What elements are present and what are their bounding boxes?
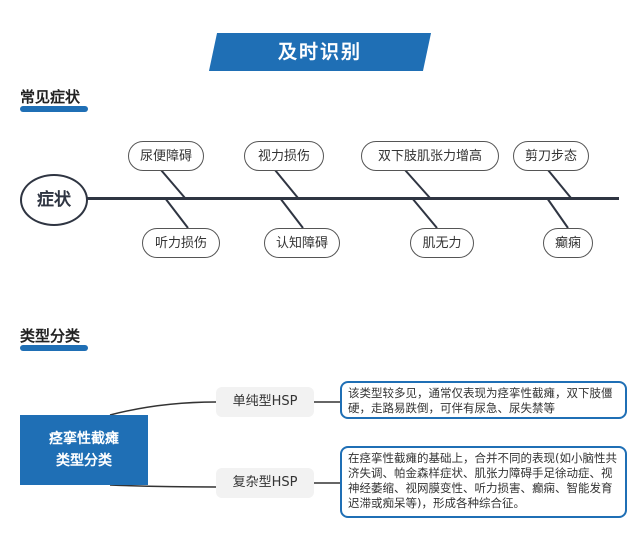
- types-heading: 类型分类: [20, 325, 80, 346]
- type-pure-hsp: 单纯型HSP: [216, 387, 314, 417]
- symptom-node-bottom-4: 癫痫: [543, 228, 593, 258]
- symptom-node-bottom-3: 肌无力: [410, 228, 474, 258]
- branch-top-3: [405, 170, 430, 198]
- complex-hsp-description: 在痉挛性截瘫的基础上，合并不同的表现(如小脑性共济失调、帕金森样症状、肌张力障碍…: [340, 446, 627, 518]
- types-heading-underline: [20, 345, 88, 351]
- branch-bottom-2: [280, 198, 303, 228]
- classification-main-line1: 痉挛性截瘫: [49, 428, 119, 450]
- symptom-node-top-3: 双下肢肌张力增高: [361, 141, 499, 171]
- branch-top-4: [548, 170, 571, 198]
- symptom-node-top-1: 尿便障碍: [128, 141, 204, 171]
- symptom-node-top-2: 视力损伤: [244, 141, 324, 171]
- classification-main-box: 痉挛性截瘫 类型分类: [20, 415, 148, 485]
- branch-bottom-3: [412, 198, 437, 228]
- connector-complex: [110, 485, 216, 487]
- connector-pure: [110, 402, 216, 415]
- classification-main-line2: 类型分类: [56, 450, 112, 472]
- branch-bottom-1: [165, 198, 188, 228]
- symptom-center-node: 症状: [20, 174, 88, 226]
- branch-top-2: [275, 170, 298, 198]
- branch-top-1: [161, 170, 185, 198]
- fishbone-spine: [86, 197, 619, 200]
- pure-hsp-description: 该类型较多见，通常仅表现为痉挛性截瘫，双下肢僵硬，走路易跌倒，可伴有尿急、尿失禁…: [340, 381, 627, 419]
- symptom-node-bottom-1: 听力损伤: [142, 228, 220, 258]
- symptom-node-top-4: 剪刀步态: [513, 141, 589, 171]
- type-complex-hsp: 复杂型HSP: [216, 468, 314, 498]
- branch-bottom-4: [547, 198, 568, 228]
- symptom-node-bottom-2: 认知障碍: [264, 228, 340, 258]
